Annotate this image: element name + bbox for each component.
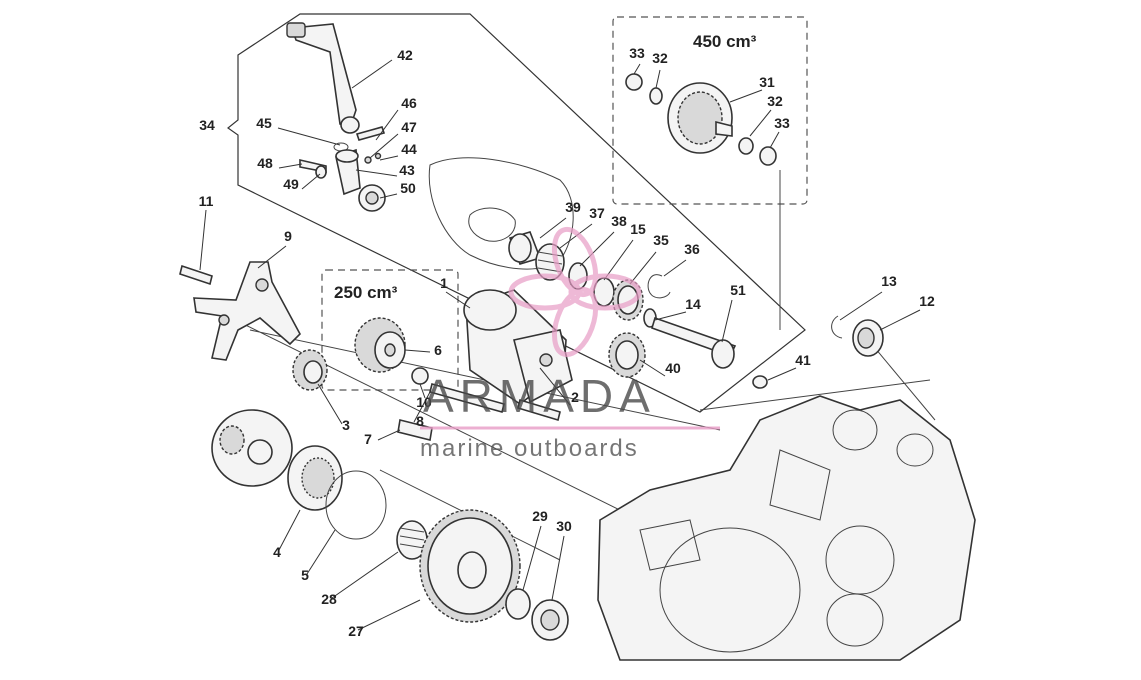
part-label-p4: 4	[273, 544, 281, 560]
washer-32a	[649, 87, 663, 105]
part-label-p9: 9	[284, 228, 292, 244]
bush-33a	[625, 73, 643, 91]
bearing-30	[531, 599, 569, 641]
kick-shaft	[335, 148, 361, 196]
one-way-clutch-4	[287, 445, 343, 511]
part-label-p44: 44	[401, 141, 417, 157]
part-label-p13: 13	[881, 273, 897, 289]
part-label-p34: 34	[199, 117, 215, 133]
part-label-p51: 51	[730, 282, 746, 298]
armada-flower-logo	[508, 226, 642, 358]
part-label-p2: 2	[571, 389, 579, 405]
bush-33b	[759, 146, 777, 166]
part-label-p40: 40	[665, 360, 681, 376]
part-label-p41: 41	[795, 352, 811, 368]
part-label-p48: 48	[257, 155, 273, 171]
crankcase	[597, 395, 976, 661]
part-label-p11: 11	[199, 193, 214, 209]
part-label-p12: 12	[919, 293, 935, 309]
part-label-p33a: 33	[629, 45, 645, 61]
starter-driven-gear-27	[419, 509, 521, 623]
small-ball	[364, 156, 372, 164]
part-label-p32b: 32	[767, 93, 783, 109]
gear-6	[354, 317, 406, 373]
collar-12	[852, 319, 884, 357]
part-label-p47: 47	[401, 119, 417, 135]
part-label-p28: 28	[321, 591, 337, 607]
part-label-p5: 5	[301, 567, 309, 583]
part-label-p32a: 32	[652, 50, 668, 66]
part-label-p42: 42	[397, 47, 413, 63]
part-label-p8: 8	[416, 413, 424, 429]
section-title-250cc: 250 cm³	[334, 283, 398, 302]
needle-bearing-28	[396, 520, 428, 560]
part-label-p46: 46	[401, 95, 417, 111]
part-label-p1: 1	[440, 275, 448, 291]
gear-40	[608, 332, 646, 378]
circlip-36	[647, 274, 671, 299]
bracket-9	[193, 261, 301, 361]
washer-41	[752, 375, 768, 389]
watermark-brand: ARMADA	[423, 370, 656, 422]
part-label-p37: 37	[589, 205, 605, 221]
kick-lever	[286, 22, 386, 141]
ring-5	[325, 470, 387, 540]
washer-29	[505, 588, 531, 620]
part-label-p39: 39	[565, 199, 581, 215]
starter-motor	[463, 289, 573, 422]
part-label-p50: 50	[400, 180, 416, 196]
part-label-p31: 31	[759, 74, 775, 90]
part-label-p49: 49	[283, 176, 299, 192]
part-label-p45: 45	[256, 115, 272, 131]
pin-8	[429, 383, 505, 413]
part-label-p38: 38	[611, 213, 627, 229]
section-title-450cc: 450 cm³	[693, 32, 757, 51]
one-way-clutch-hub	[211, 409, 293, 487]
starter-clutch-31	[667, 82, 733, 154]
armada-watermark: ARMADA marine outboards	[420, 226, 720, 462]
box-250cc	[321, 269, 459, 391]
part-label-p35: 35	[653, 232, 669, 248]
circlip-13	[831, 315, 843, 339]
part-label-p36: 36	[684, 241, 700, 257]
washer-32b	[738, 137, 754, 155]
part-label-p3: 3	[342, 417, 350, 433]
part-label-p6: 6	[434, 342, 442, 358]
part-label-p29: 29	[532, 508, 548, 524]
gear-51	[711, 339, 735, 369]
part-label-p33b: 33	[774, 115, 790, 131]
kick-bearing	[358, 184, 386, 212]
part-label-p7: 7	[364, 431, 372, 447]
starter-idle-shaft	[508, 231, 542, 265]
box-450cc	[612, 16, 808, 205]
part-label-p43: 43	[399, 162, 415, 178]
bolt-11	[179, 264, 213, 286]
gear-3	[292, 349, 328, 391]
part-label-p30: 30	[556, 518, 572, 534]
leader-lines	[199, 59, 921, 631]
part-label-p27: 27	[348, 623, 364, 639]
part-label-p10: 10	[416, 394, 432, 410]
small-pin	[374, 152, 382, 160]
watermark-tagline: marine outboards	[420, 435, 639, 462]
pin-7	[397, 419, 433, 441]
part-label-p14: 14	[685, 296, 701, 312]
part-label-p15: 15	[630, 221, 646, 237]
